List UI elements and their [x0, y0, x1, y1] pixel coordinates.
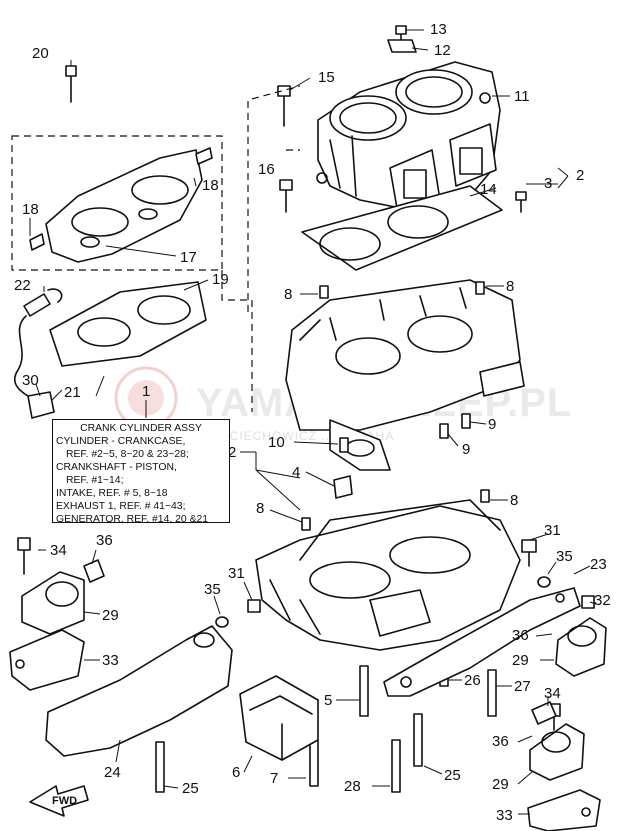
- callout-3: 3: [544, 175, 552, 192]
- callout-35: 35: [204, 581, 221, 598]
- assembly-note-line: CRANK CYLINDER ASSY: [80, 423, 202, 434]
- dowel-pin: [319, 285, 329, 299]
- dowel-pin: [439, 423, 449, 439]
- callout-34: 34: [544, 685, 561, 702]
- callout-25: 25: [444, 767, 461, 784]
- callout-29: 29: [492, 776, 509, 793]
- dowel-pin: [301, 517, 311, 531]
- callout-8: 8: [506, 278, 514, 295]
- assembly-note-line: EXHAUST 1, REF. # 41~43;: [56, 501, 186, 512]
- damper-plate: [531, 701, 557, 725]
- cylinder-gasket: [301, 185, 503, 271]
- callout-2: 2: [228, 444, 236, 461]
- dowel-pin: [475, 281, 485, 295]
- callout-35: 35: [556, 548, 573, 565]
- callout-9: 9: [462, 441, 470, 458]
- callout-11: 11: [514, 88, 530, 105]
- callout-8: 8: [256, 500, 264, 517]
- assembly-note-line: REF. #2~5, 8~20 & 23~28;: [66, 449, 189, 460]
- engine-bed-left: [45, 625, 233, 757]
- assembly-note-line: GENERATOR, REF. #14, 20 &21: [56, 514, 209, 525]
- engine-mount-right-lower: [527, 723, 601, 831]
- callout-15: 15: [318, 69, 335, 86]
- callout-32: 32: [594, 592, 611, 609]
- callout-25: 25: [182, 780, 199, 797]
- callout-8: 8: [510, 492, 518, 509]
- callout-26: 26: [464, 672, 481, 689]
- assembly-note-line: REF. #1~14;: [66, 475, 124, 486]
- callout-8: 8: [284, 286, 292, 303]
- temp-sensor: [13, 288, 63, 419]
- callout-1: 1: [142, 383, 150, 400]
- assembly-note-line: INTAKE, REF. # 5, 8~18: [56, 488, 168, 499]
- engine-mount-left: [9, 571, 85, 691]
- callout-17: 17: [180, 249, 197, 266]
- fwd-label: FWD: [52, 795, 77, 807]
- engine-bed-right: [383, 587, 581, 697]
- callout-34: 34: [50, 542, 67, 559]
- washer: [215, 616, 229, 628]
- callout-12: 12: [434, 42, 451, 59]
- callout-22: 22: [14, 277, 31, 294]
- callout-18: 18: [202, 177, 219, 194]
- bolts: [17, 25, 595, 793]
- callout-4: 4: [292, 464, 300, 481]
- callout-14: 14: [480, 181, 497, 198]
- callout-7: 7: [270, 770, 278, 787]
- callout-20: 20: [32, 45, 49, 62]
- callout-9: 9: [488, 416, 496, 433]
- engine-mount-right-upper: [555, 617, 607, 677]
- leader-lines: [29, 29, 597, 815]
- dowel-pin: [461, 413, 471, 429]
- bush: [333, 475, 353, 499]
- dowel-pin: [339, 437, 349, 453]
- cylinder-head-part: [29, 147, 213, 263]
- callout-29: 29: [102, 607, 119, 624]
- callout-33: 33: [496, 807, 513, 824]
- assembly-note-line: CRANKSHAFT - PISTON,: [56, 462, 177, 473]
- callout-5: 5: [324, 692, 332, 709]
- upper-crankcase: [285, 279, 525, 471]
- callout-27: 27: [514, 678, 531, 695]
- dowel-pin: [480, 489, 490, 503]
- callout-23: 23: [590, 556, 607, 573]
- callout-31: 31: [228, 565, 245, 582]
- callout-numbers: 20 13 12 15 11 16 18 18 14 3 2 17 19 22 …: [14, 21, 611, 824]
- damper-plate: [83, 559, 105, 583]
- callout-29: 29: [512, 652, 529, 669]
- callout-16: 16: [258, 161, 275, 178]
- callout-36: 36: [512, 627, 529, 644]
- callout-24: 24: [104, 764, 121, 781]
- callout-19: 19: [212, 271, 229, 288]
- callout-2: 2: [576, 167, 584, 184]
- cylinder-part: [316, 61, 501, 215]
- callout-36: 36: [96, 532, 113, 549]
- callout-28: 28: [344, 778, 361, 795]
- assembly-note-line: CYLINDER - CRANKCASE,: [56, 436, 186, 447]
- callout-30: 30: [22, 372, 39, 389]
- lower-crankcase: [255, 499, 521, 651]
- assembly-note-box: CRANK CYLINDER ASSY CYLINDER - CRANKCASE…: [52, 419, 230, 525]
- callout-13: 13: [430, 21, 447, 38]
- callout-10: 10: [268, 434, 285, 451]
- callout-21: 21: [64, 384, 81, 401]
- callout-33: 33: [102, 652, 119, 669]
- head-gasket: [49, 281, 207, 367]
- callout-18: 18: [22, 201, 39, 218]
- washer: [537, 576, 551, 588]
- callout-36: 36: [492, 733, 509, 750]
- callout-31: 31: [544, 522, 561, 539]
- electrical-box: [239, 675, 319, 761]
- forward-arrow: FWD: [29, 785, 89, 817]
- callout-6: 6: [232, 764, 240, 781]
